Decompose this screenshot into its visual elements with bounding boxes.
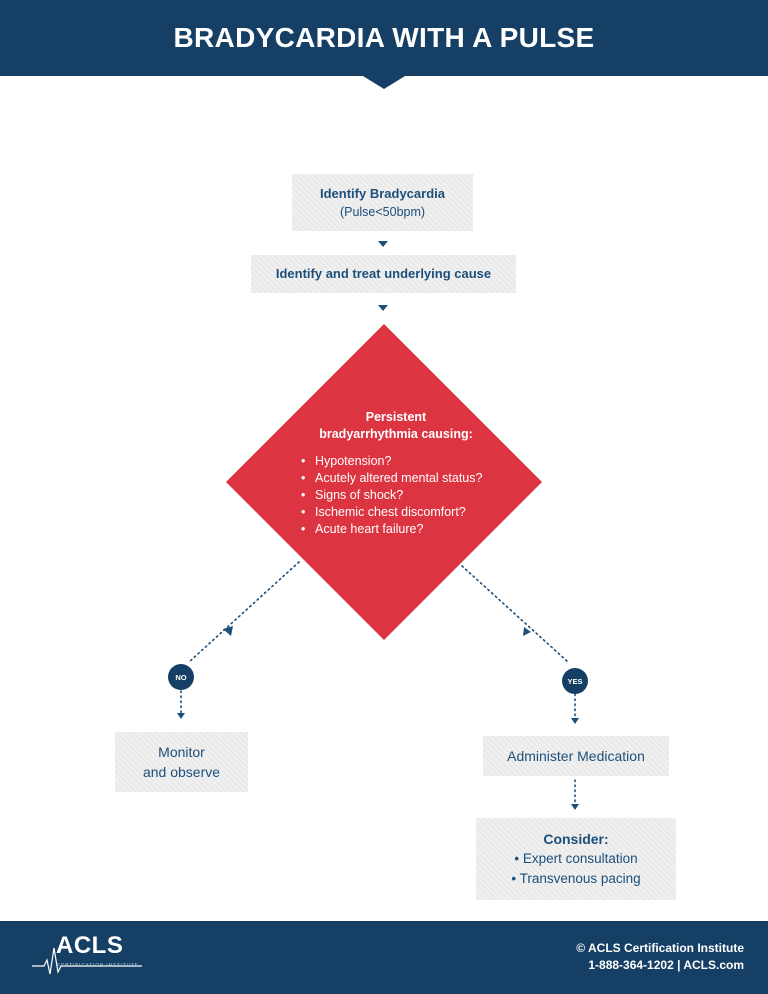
decision-title-line1: Persistent: [365, 410, 427, 424]
bullet-icon: •: [514, 851, 523, 866]
list-item: Signs of shock?: [296, 487, 516, 504]
list-item: Hypotension?: [296, 453, 516, 470]
footer-bar: [0, 921, 768, 994]
consider-title: Consider:: [543, 831, 609, 847]
header-banner: [0, 0, 768, 76]
logo-subtitle: CERTIFICATION INSTITUTE: [57, 962, 139, 967]
monitor-line2: and observe: [142, 764, 221, 780]
identify-bradycardia-title: Identify Bradycardia: [320, 185, 445, 201]
acls-logo: [32, 947, 142, 975]
arrow-down-icon: [378, 305, 388, 311]
administer-medication-label: Administer Medication: [507, 748, 645, 764]
administer-medication-box: Administer Medication: [483, 736, 669, 776]
treat-cause-box: Identify and treat underlying cause: [251, 255, 516, 293]
arrow-down-icon: [177, 713, 185, 719]
monitor-observe-box: Monitor and observe: [115, 732, 248, 792]
logo-text: ACLS: [56, 932, 124, 959]
footer-copyright: © ACLS Certification Institute: [576, 941, 744, 955]
arrow-down-icon: [571, 804, 579, 810]
list-item: • Transvenous pacing: [511, 871, 641, 886]
decision-criteria-list: Hypotension? Acutely altered mental stat…: [296, 453, 516, 538]
list-item: • Expert consultation: [514, 851, 638, 866]
arrow-down-icon: [378, 241, 388, 247]
header-notch: [363, 76, 405, 89]
no-badge: NO: [168, 664, 194, 690]
consider-box: Consider: • Expert consultation • Transv…: [476, 818, 676, 900]
decision-title-line2: bradyarrhythmia causing:: [319, 427, 473, 441]
arrow-down-icon: [571, 718, 579, 724]
heartbeat-icon: [32, 947, 142, 975]
decision-content: Persistent bradyarrhythmia causing: Hypo…: [296, 409, 516, 538]
list-item: Ischemic chest discomfort?: [296, 504, 516, 521]
page-title: BRADYCARDIA WITH A PULSE: [173, 22, 595, 53]
bullet-icon: •: [511, 871, 520, 886]
identify-bradycardia-subtitle: (Pulse<50bpm): [339, 204, 426, 219]
footer-contact: 1-888-364-1202 | ACLS.com: [588, 958, 744, 972]
list-item: Acute heart failure?: [296, 521, 516, 538]
treat-cause-title: Identify and treat underlying cause: [275, 266, 492, 281]
decision-title: Persistent bradyarrhythmia causing:: [276, 409, 516, 443]
yes-badge: YES: [562, 668, 588, 694]
identify-bradycardia-box: Identify Bradycardia (Pulse<50bpm): [292, 174, 473, 231]
list-item: Acutely altered mental status?: [296, 470, 516, 487]
monitor-line1: Monitor: [158, 744, 205, 760]
